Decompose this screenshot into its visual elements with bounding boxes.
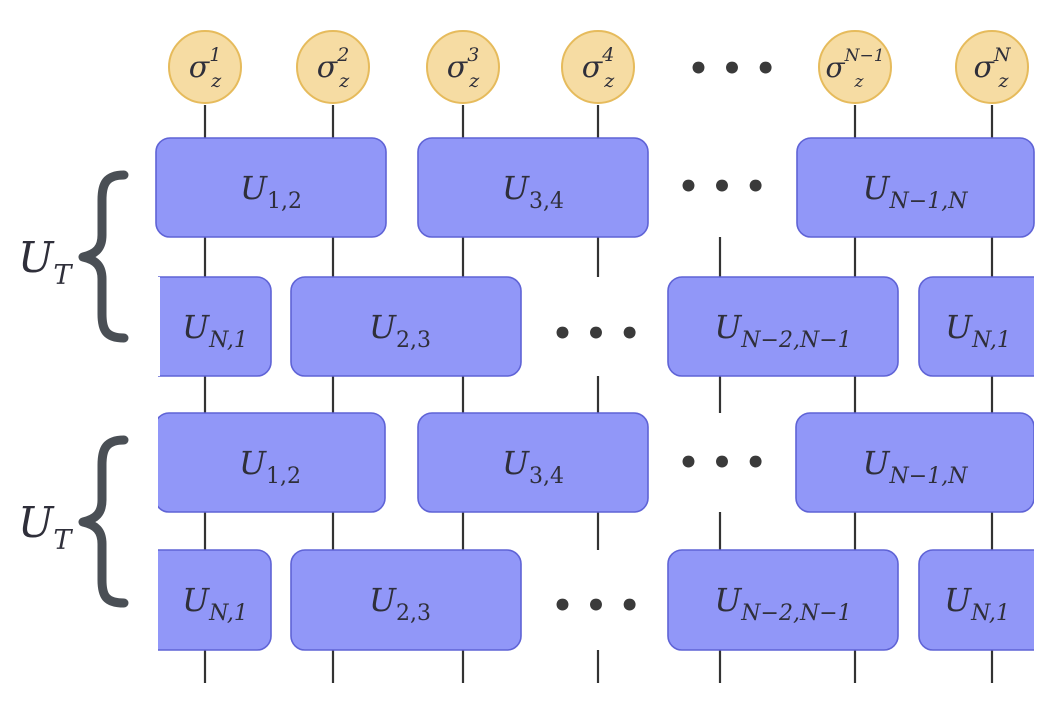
svg-text:U1,2: U1,2 [239, 444, 301, 489]
layer-brace-top: UT [18, 170, 129, 343]
layer-label: UT [18, 498, 73, 556]
brace-icon [78, 170, 129, 343]
gate-u-n-minus-2-n-minus-1: UN−2,N−1 [667, 549, 899, 651]
svg-text:UN−1,N: UN−1,N [863, 444, 969, 489]
svg-text:UN−2,N−1: UN−2,N−1 [714, 308, 851, 353]
svg-text:UN,1: UN,1 [945, 308, 1011, 353]
left-clip-mask [0, 270, 158, 660]
gate-u-2-3: U2,3 [290, 549, 522, 651]
svg-text:U1,2: U1,2 [240, 169, 302, 214]
layer-label: UT [18, 233, 73, 291]
svg-text:UN−2,N−1: UN−2,N−1 [714, 581, 851, 626]
ellipsis: • • • [552, 314, 641, 354]
ellipsis: • • • [688, 49, 777, 89]
gate-u-n-1-right: UN,1 [918, 276, 1062, 377]
wires [203, 105, 994, 683]
gate-u-3-4: U3,4 [417, 137, 649, 238]
gate-u-1-2: U1,2 [155, 137, 387, 238]
svg-text:U2,3: U2,3 [369, 308, 431, 353]
svg-text:U3,4: U3,4 [502, 444, 564, 489]
right-clip-mask [1034, 270, 1062, 660]
gate-u-3-4: U3,4 [417, 412, 649, 513]
svg-text:UN,1: UN,1 [182, 581, 248, 626]
gate-u-n-minus-1-n: UN−1,N [796, 137, 1035, 238]
gate-layer-odd: U1,2 U3,4 • • • UN−1,N [155, 137, 1035, 238]
gate-layer-even: UN,1 U2,3 • • • UN−2,N−1 UN,1 [129, 276, 1062, 377]
svg-text:U2,3: U2,3 [369, 581, 431, 626]
gate-u-2-3: U2,3 [290, 276, 522, 377]
gate-u-n-1-left: UN,1 [129, 549, 272, 651]
gate-layer-even-2: UN,1 U2,3 • • • UN−2,N−1 UN,1 [129, 549, 1062, 651]
ellipsis: • • • [678, 443, 767, 483]
gate-u-n-minus-1-n: UN−1,N [795, 412, 1035, 513]
gate-layer-odd-2: U1,2 U3,4 • • • UN−1,N [154, 412, 1035, 513]
gate-u-n-minus-2-n-minus-1: UN−2,N−1 [667, 276, 899, 377]
gate-u-n-1-right: UN,1 [918, 549, 1062, 651]
svg-text:UN−1,N: UN−1,N [863, 169, 969, 214]
svg-text:U3,4: U3,4 [502, 169, 564, 214]
ellipsis: • • • [552, 586, 641, 626]
ellipsis: • • • [678, 167, 767, 207]
layer-brace-bottom: UT [18, 435, 129, 608]
brace-icon [78, 435, 129, 608]
gate-u-1-2: U1,2 [154, 412, 386, 513]
svg-text:UN,1: UN,1 [944, 581, 1010, 626]
svg-text:UN,1: UN,1 [182, 308, 248, 353]
